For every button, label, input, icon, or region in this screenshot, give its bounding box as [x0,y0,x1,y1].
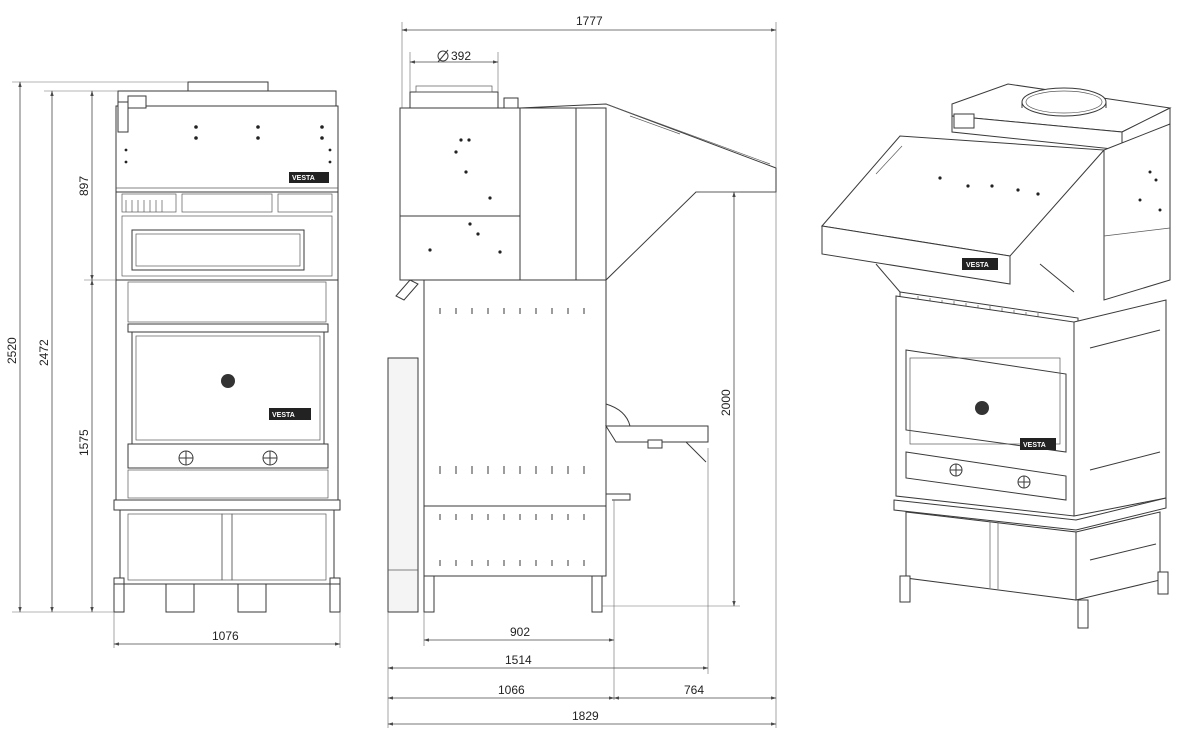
iso-fan-icon [1017,475,1031,489]
iso-vent-slots [1089,329,1161,471]
dim-depth-764: 764 [684,683,704,697]
vent-slots-cabinet [439,514,585,566]
vent-slots-top [439,308,585,314]
dim-flue-diameter: 392 [451,49,471,63]
dim-depth-902: 902 [510,625,530,639]
dim-total-height: 2520 [5,337,19,364]
brand-plate-hood [289,172,329,183]
dim-base-height: 1575 [77,429,91,456]
dim-depth-1829: 1829 [572,709,599,723]
side-dimensions: 1777 392 2000 902 1514 1066 764 1829 [387,14,777,728]
iso-oven-knob-icon [975,401,989,415]
dim-height-without-flue: 2472 [37,339,51,366]
dim-front-width: 1076 [212,629,239,643]
oven-knob-icon [221,374,235,388]
dim-total-width-side: 1777 [576,14,603,28]
fan-icon [178,450,194,466]
isometric-view: VESTA [821,83,1172,629]
brand-text-iso-hood: VESTA [966,262,989,269]
dim-grill-height: 2000 [719,389,733,416]
brand-plate-oven [269,408,311,420]
side-view [387,85,777,613]
brand-plate-iso-hood [962,258,998,270]
brand-text-iso-oven: VESTA [1023,442,1046,449]
brand-plate-iso-oven [1020,438,1056,450]
dim-hood-height: 897 [77,176,91,196]
fan-icon [262,450,278,466]
brand-text-hood: VESTA [292,175,315,182]
iso-fan-icon [949,463,963,477]
vent-slots-bottom [439,466,585,474]
dim-depth-1066: 1066 [498,683,525,697]
dim-depth-1514: 1514 [505,653,532,667]
front-view: VESTA VESTA [113,81,341,613]
brand-text-oven: VESTA [272,412,295,419]
front-dimensions: 2520 2472 897 1575 1076 [5,81,341,648]
